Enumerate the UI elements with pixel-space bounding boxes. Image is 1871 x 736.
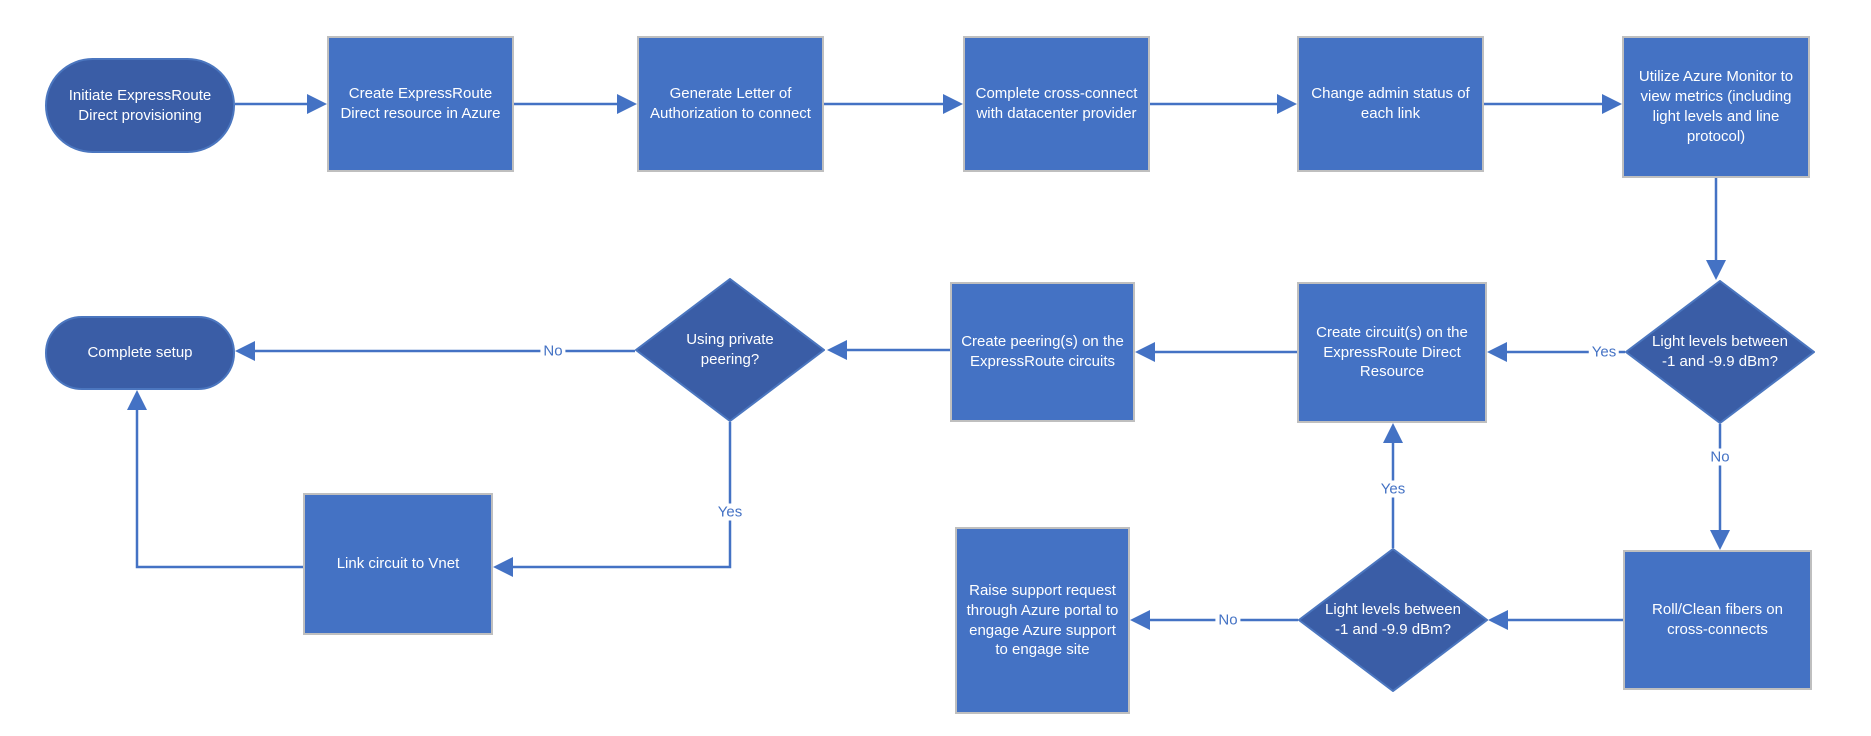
- edge-label-yes: Yes: [714, 503, 746, 521]
- edge-label-no: No: [1707, 448, 1733, 466]
- node-label: Generate Letter of Authorization to conn…: [650, 85, 811, 122]
- node-label: Link circuit to Vnet: [336, 555, 460, 573]
- edge-label-yes: Yes: [1588, 343, 1620, 361]
- node-light-levels-2: Light levels between -1 and -9.9 dBm?: [1298, 548, 1488, 692]
- node-label: Change admin status of each link: [1311, 85, 1470, 122]
- diamond-shape: [1298, 548, 1488, 692]
- node-label: Create ExpressRoute Direct resource in A…: [340, 85, 501, 122]
- node-create-circuits: Create circuit(s) on the ExpressRoute Di…: [1297, 282, 1487, 423]
- node-label: Roll/Clean fibers on cross-connects: [1652, 601, 1783, 638]
- node-private-peering: Using private peering?: [635, 278, 825, 422]
- node-roll-clean: Roll/Clean fibers on cross-connects: [1623, 550, 1812, 690]
- node-label: Light levels between -1 and -9.9 dBm?: [1325, 601, 1461, 638]
- node-create-peerings: Create peering(s) on the ExpressRoute ci…: [950, 282, 1135, 422]
- node-azure-monitor: Utilize Azure Monitor to view metrics (i…: [1622, 36, 1810, 178]
- node-link-circuit: Link circuit to Vnet: [303, 493, 493, 635]
- node-label: Complete setup: [87, 344, 193, 362]
- node-raise-support: Raise support request through Azure port…: [955, 527, 1130, 714]
- node-label: Complete cross-connect with datacenter p…: [975, 85, 1138, 122]
- node-label: Using private peering?: [686, 331, 774, 368]
- node-create-resource: Create ExpressRoute Direct resource in A…: [327, 36, 514, 172]
- node-cross-connect: Complete cross-connect with datacenter p…: [963, 36, 1150, 172]
- node-label: Initiate ExpressRoute Direct provisionin…: [68, 86, 212, 124]
- node-label: Light levels between -1 and -9.9 dBm?: [1652, 333, 1788, 370]
- diamond-shape: [1625, 280, 1815, 424]
- node-complete-setup: Complete setup: [45, 316, 235, 390]
- node-admin-status: Change admin status of each link: [1297, 36, 1484, 172]
- node-label: Create peering(s) on the ExpressRoute ci…: [961, 333, 1124, 370]
- node-generate-loa: Generate Letter of Authorization to conn…: [637, 36, 824, 172]
- edge-label-no: No: [1215, 611, 1241, 629]
- node-label: Raise support request through Azure port…: [966, 581, 1119, 659]
- edge-private-peering-yes-link-circuit: [493, 422, 732, 577]
- edge-label-no: No: [540, 342, 566, 360]
- node-light-levels-1: Light levels between -1 and -9.9 dBm?: [1625, 280, 1815, 424]
- node-label: Create circuit(s) on the ExpressRoute Di…: [1316, 323, 1468, 381]
- edge-label-yes: Yes: [1377, 480, 1409, 498]
- node-label: Utilize Azure Monitor to view metrics (i…: [1638, 68, 1794, 145]
- diamond-shape: [635, 278, 825, 422]
- node-start: Initiate ExpressRoute Direct provisionin…: [45, 58, 235, 153]
- edge-link-circuit-complete-setup: [127, 390, 303, 569]
